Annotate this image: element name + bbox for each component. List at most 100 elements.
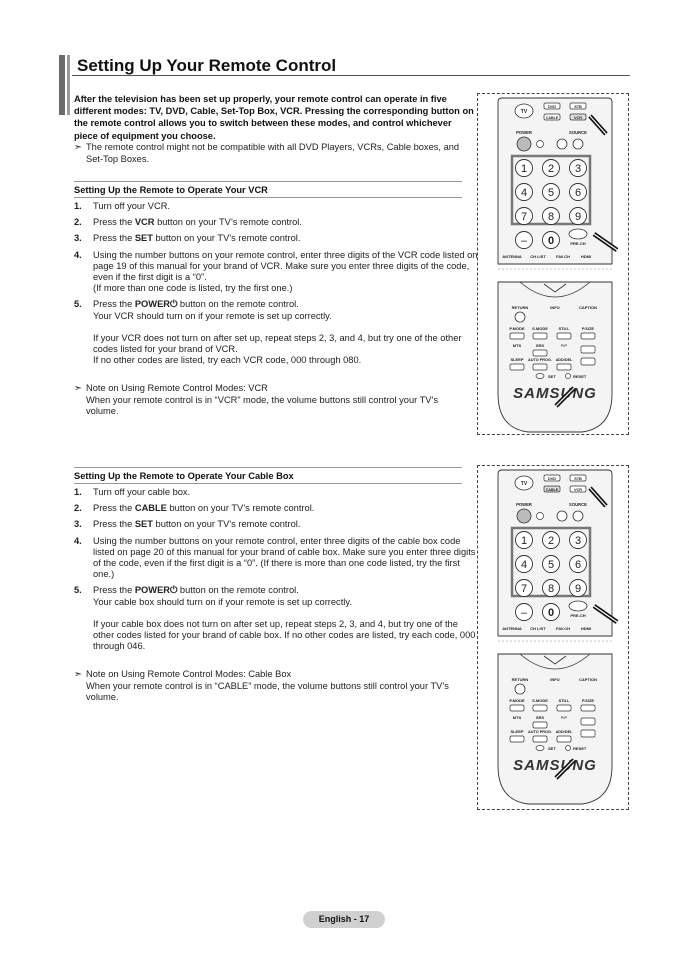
number-button-6 bbox=[569, 555, 587, 573]
number-pad-pointer-arrow-highlight bbox=[593, 233, 618, 251]
favch-label: FAV.CH bbox=[556, 626, 570, 631]
srs-button bbox=[532, 349, 548, 357]
pip-label: PIP bbox=[561, 715, 568, 720]
adddel-button bbox=[556, 735, 572, 743]
number-label-2: 2 bbox=[548, 163, 554, 175]
cable-note: ➣ Note on Using Remote Control Modes: Ca… bbox=[74, 669, 464, 704]
return-button bbox=[514, 311, 526, 323]
number-button-5 bbox=[542, 183, 560, 201]
remote-body-lower bbox=[497, 653, 613, 805]
vcr-step-5: 5. Press the POWER⏻ button on the remote… bbox=[74, 299, 478, 366]
number-button-8 bbox=[542, 207, 560, 225]
source-icon-button bbox=[556, 510, 568, 522]
number-label-5: 5 bbox=[548, 187, 554, 199]
vcr-step-1: 1. Turn off your VCR. bbox=[74, 201, 478, 212]
vcr-mode-label: VCR bbox=[574, 488, 582, 492]
sleep-small-button bbox=[536, 512, 544, 520]
vcr-step-4: 4. Using the number buttons on your remo… bbox=[74, 250, 478, 295]
dash-label: – bbox=[521, 607, 528, 619]
step-number: 5. bbox=[74, 299, 82, 310]
chlist-label: CH LIST bbox=[530, 254, 546, 259]
return-label: RETURN bbox=[512, 305, 529, 310]
vcr-mode-label: VCR bbox=[574, 116, 582, 120]
set-label: SET bbox=[548, 746, 556, 751]
number-button-6 bbox=[569, 183, 587, 201]
page-number-badge: English - 17 bbox=[303, 911, 385, 928]
step-text: button on your TV’s remote control. bbox=[154, 217, 302, 228]
step-text: (If more than one code is listed, try th… bbox=[93, 283, 293, 294]
smode-label: S.MODE bbox=[532, 698, 548, 703]
cable-steps: 1. Turn off your cable box. 2. Press the… bbox=[74, 487, 478, 657]
tv-mode-label: TV bbox=[521, 109, 528, 115]
step-number: 2. bbox=[74, 217, 82, 228]
prech-label: PRE-CH bbox=[570, 241, 585, 246]
step-text: Using the number buttons on your remote … bbox=[93, 535, 476, 580]
stb-mode-button bbox=[569, 102, 587, 110]
nav-down-arrow bbox=[543, 655, 567, 665]
step-text: Turn off your VCR. bbox=[93, 201, 170, 211]
step-text: button on the remote control. bbox=[177, 585, 299, 596]
step-keyword: VCR bbox=[134, 217, 155, 228]
cable-mode-label: CABLE bbox=[546, 116, 559, 120]
cable-step-5: 5. Press the POWER⏻ button on the remote… bbox=[74, 585, 478, 652]
step-text: button on your TV’s remote control. bbox=[166, 503, 315, 514]
srs-label: SRS bbox=[536, 715, 545, 720]
intro-note-text: The remote control might not be compatib… bbox=[86, 142, 460, 164]
nav-down-arrow bbox=[543, 283, 567, 293]
vcr-note-title: Note on Using Remote Control Modes: VCR bbox=[86, 383, 268, 393]
vcr-mode-button bbox=[569, 113, 587, 121]
number-button-3 bbox=[569, 531, 587, 549]
hdmi-label: HDMI bbox=[581, 626, 591, 631]
dash-button bbox=[515, 231, 533, 249]
prech-label: PRE-CH bbox=[570, 613, 585, 618]
tv-mode-button bbox=[514, 475, 534, 491]
number-button-3 bbox=[569, 159, 587, 177]
number-button-2 bbox=[542, 531, 560, 549]
sleep-button bbox=[509, 735, 525, 743]
psize-label: P.SIZE bbox=[582, 326, 594, 331]
cable-step-2: 2. Press the CABLE button on your TV’s r… bbox=[74, 503, 478, 514]
still-label: STILL bbox=[558, 326, 570, 331]
cable-step-3: 3. Press the SET button on your TV’s rem… bbox=[74, 519, 478, 530]
antenna-label: ANTENNA bbox=[502, 626, 522, 631]
info-label: INFO bbox=[550, 305, 560, 310]
step-number: 3. bbox=[74, 233, 82, 244]
still-button bbox=[556, 704, 572, 712]
ch-up-button bbox=[580, 717, 596, 726]
number-label-0: 0 bbox=[548, 607, 554, 619]
cable-note-title: Note on Using Remote Control Modes: Cabl… bbox=[86, 669, 292, 679]
number-button-7 bbox=[515, 579, 533, 597]
number-button-0 bbox=[542, 603, 560, 621]
reset-label: RESET bbox=[573, 374, 587, 379]
set-button-pointer-arrow-highlight bbox=[555, 387, 575, 407]
cable-note-body: When your remote control is in “CABLE” m… bbox=[86, 680, 449, 703]
number-label-1: 1 bbox=[521, 163, 527, 175]
step-keyword: SET bbox=[134, 519, 153, 530]
samsung-logo: SAMSUNG bbox=[513, 385, 597, 402]
cable-mode-button bbox=[543, 113, 561, 121]
caption-label: CAPTION bbox=[579, 677, 597, 682]
vcr-section-heading: Setting Up the Remote to Operate Your VC… bbox=[74, 181, 462, 198]
number-label-3: 3 bbox=[575, 535, 581, 547]
step-text: button on your TV’s remote control. bbox=[152, 233, 301, 244]
cable-remote-illustration-frame bbox=[477, 465, 629, 810]
sleep-label: SLEEP bbox=[510, 357, 523, 362]
note-arrow-icon: ➣ bbox=[74, 383, 82, 393]
note-arrow-icon: ➣ bbox=[74, 142, 82, 152]
mode-button-pointer-arrow-highlight bbox=[589, 487, 607, 507]
power-label: POWER bbox=[516, 130, 532, 135]
pmode-label: P.MODE bbox=[509, 698, 525, 703]
set-label: SET bbox=[548, 374, 556, 379]
title-divider bbox=[72, 75, 630, 76]
cable-mode-label: CABLE bbox=[546, 488, 559, 492]
source-label: SOURCE bbox=[569, 130, 587, 135]
step-text: If no other codes are listed, try each V… bbox=[93, 355, 362, 366]
pmode-label: P.MODE bbox=[509, 326, 525, 331]
step-text: If your VCR does not turn on after set u… bbox=[93, 332, 462, 355]
tv-mode-button bbox=[514, 103, 534, 119]
ch-up-button bbox=[580, 345, 596, 354]
pmode-button bbox=[509, 332, 525, 340]
mts-label: MTS bbox=[513, 343, 522, 348]
set-button bbox=[535, 373, 545, 379]
